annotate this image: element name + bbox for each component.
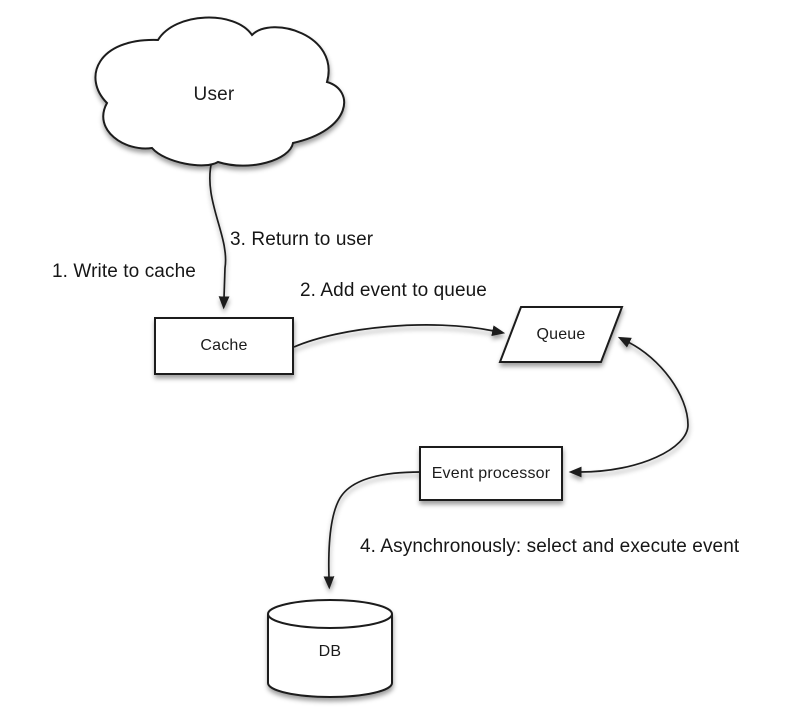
- arrow-cache-to-queue: [293, 324, 506, 348]
- event-processor-rect-shape: [419, 446, 563, 501]
- cache-rect-shape: [154, 317, 294, 375]
- user-cloud-shape: [94, 16, 346, 167]
- db-cylinder-shape: [267, 599, 393, 698]
- arrow-event-processor-to-db: [323, 471, 421, 590]
- queue-parallelogram-shape: [498, 306, 624, 363]
- arrow-user-to-cache: [209, 159, 230, 310]
- arrow-queue-event-processor-bidirectional: [568, 336, 689, 478]
